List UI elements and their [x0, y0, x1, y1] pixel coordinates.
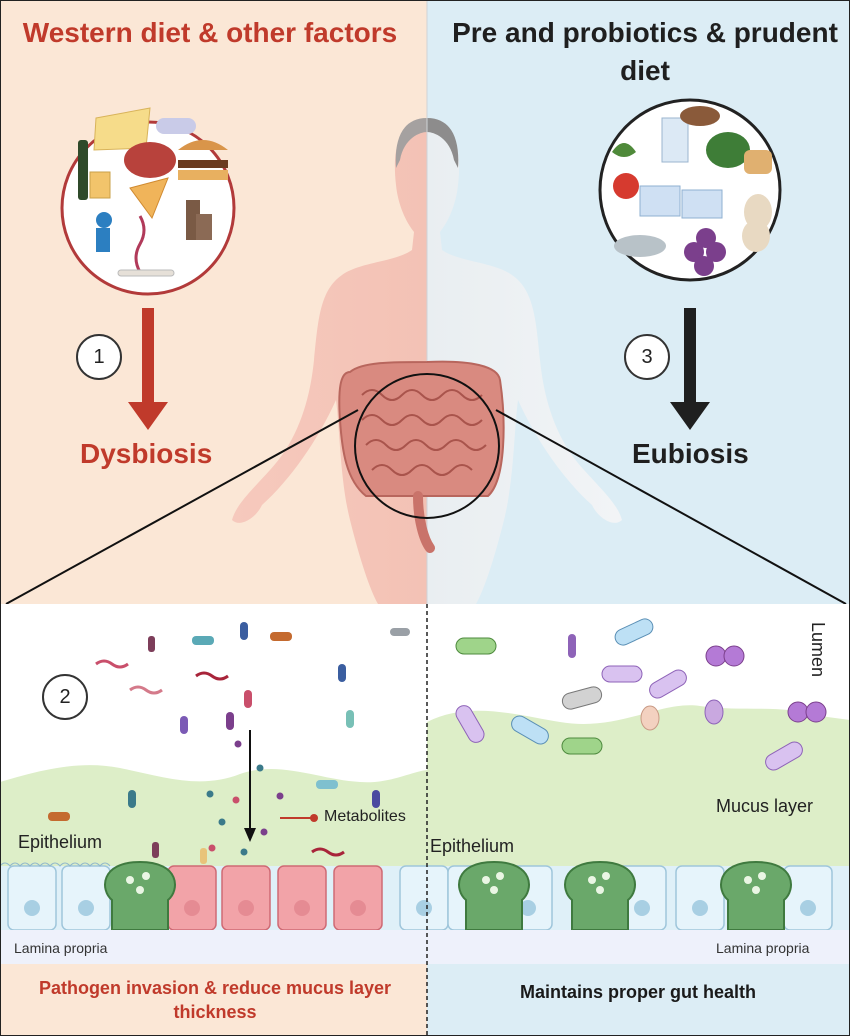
lamina-propria-left-label: Lamina propria — [14, 940, 108, 956]
footer-right-bg — [427, 964, 850, 1036]
metabolite-dots — [206, 740, 284, 856]
mucus-layer-left — [0, 765, 427, 866]
step-1-number: 1 — [93, 345, 105, 368]
step-2-badge: 2 — [42, 674, 88, 720]
right-title: Pre and probiotics & prudent diet — [452, 17, 838, 86]
metabolites-label: Metabolites — [324, 808, 406, 825]
step-3-number: 3 — [641, 345, 653, 368]
intestine-icon — [338, 360, 505, 553]
epithelium-cells — [0, 860, 850, 931]
healthy-food-icon — [598, 98, 782, 282]
zoom-line-right — [495, 409, 847, 605]
left-title: Western diet & other factors — [22, 17, 398, 48]
footer-left-bg — [0, 964, 427, 1036]
footer-left-caption: Pathogen invasion & reduce mucus layer t… — [38, 978, 392, 1022]
bacteria-right — [455, 618, 827, 771]
footer-right-caption: Maintains proper gut health — [519, 982, 756, 1002]
lumen-label: Lumen — [808, 622, 828, 678]
epithelium-right-label: Epithelium — [430, 836, 515, 856]
dysbiosis-label: Dysbiosis — [80, 438, 213, 469]
zoom-line-left — [5, 409, 359, 605]
arrow-1 — [128, 308, 168, 430]
zoom-circle — [354, 373, 500, 519]
epithelium-left-label: Epithelium — [18, 832, 103, 852]
step-3-badge: 3 — [624, 334, 670, 380]
mucus-layer-label: Mucus layer — [716, 796, 814, 816]
step-2-number: 2 — [59, 685, 71, 708]
arrow-3 — [670, 308, 710, 430]
mucus-layer-right — [427, 705, 850, 866]
unhealthy-factors-icon — [60, 107, 236, 296]
lamina-propria-right-label: Lamina propria — [716, 940, 810, 956]
metabolites-arrow — [244, 730, 256, 842]
lamina-propria-area — [0, 930, 850, 964]
metabolites-pointer — [280, 814, 318, 822]
bacteria-left — [48, 622, 410, 864]
step-1-badge: 1 — [76, 334, 122, 380]
eubiosis-label: Eubiosis — [632, 438, 749, 469]
